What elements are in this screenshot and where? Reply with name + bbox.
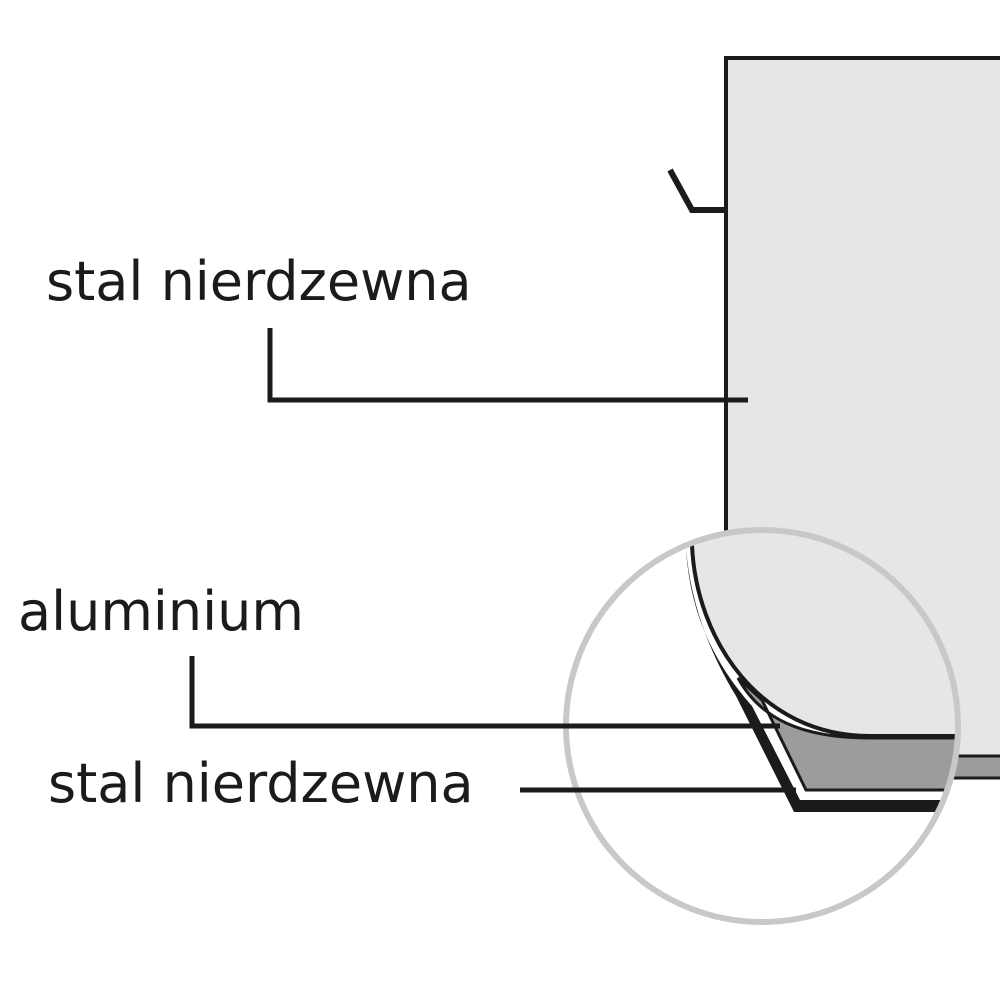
aluminium-layer (736, 676, 958, 792)
leader-line-top (267, 328, 748, 403)
leader-line-middle (189, 656, 780, 729)
outer-steel-layer (686, 548, 958, 812)
label-stainless-steel-bottom: stal nierdzewna (48, 752, 474, 815)
label-stainless-steel-top: stal nierdzewna (46, 250, 472, 313)
pot-handle (667, 168, 726, 213)
label-aluminium: aluminium (18, 580, 304, 643)
